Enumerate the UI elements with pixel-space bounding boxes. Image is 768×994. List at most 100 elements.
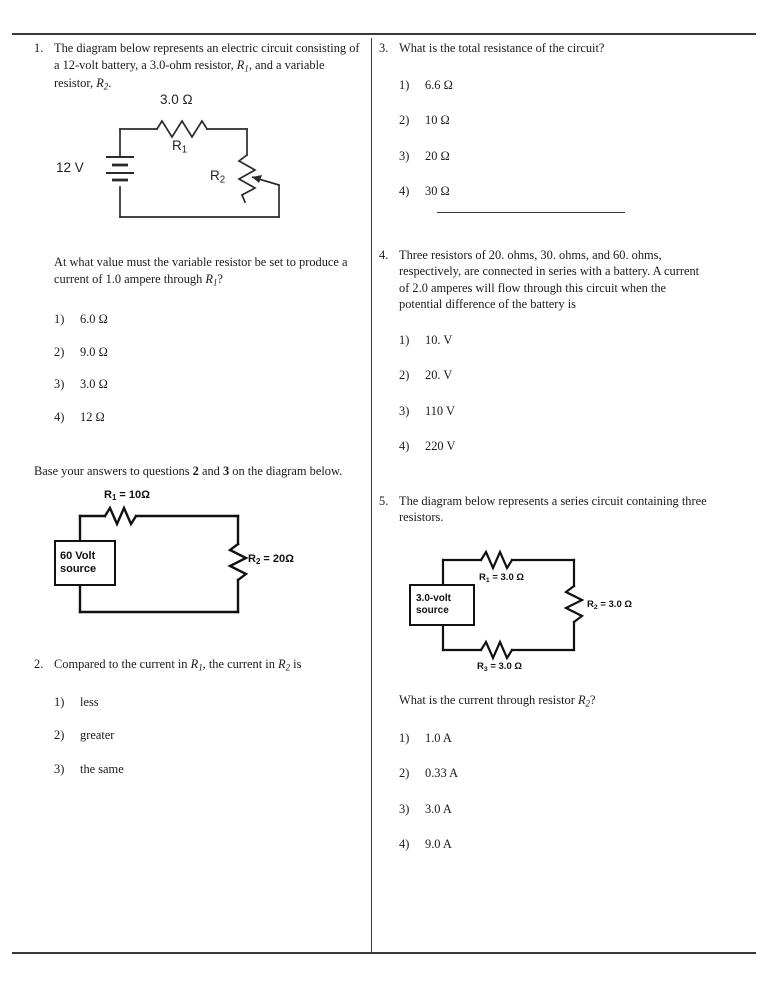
question-3-choice-1[interactable]: 1) 6.6 Ω (399, 77, 709, 94)
q1-r2-letter: R (210, 168, 220, 184)
question-4-prompt: Three resistors of 20. ohms, 30. ohms, a… (399, 247, 700, 312)
question-2: 2. Compared to the current in R1, the cu… (34, 656, 364, 778)
voltage-source-line1: 60 Volt (60, 549, 96, 562)
question-5-circuit-diagram: 3.0-volt source R1 = 3.0 Ω R2 = 3.0 Ω R3… (409, 546, 661, 672)
question-5-choice-3-number: 3) (399, 801, 410, 816)
question-5-choice-3-value: 3.0 A (425, 801, 452, 816)
question-2-choices: 1) less 2) greater 3) the same (34, 694, 364, 778)
question-3-choice-3[interactable]: 3) 20 Ω (399, 148, 709, 165)
question-4-choice-1[interactable]: 1) 10. V (399, 332, 709, 349)
question-1-choice-2[interactable]: 2) 9.0 Ω (54, 344, 364, 361)
question-3-choice-3-value: 20 Ω (425, 148, 450, 163)
left-column: 1. The diagram below represents an elect… (34, 40, 364, 777)
question-5-followup-r2-subscript: 2 (585, 697, 590, 708)
question-4-choice-4-number: 4) (399, 439, 410, 453)
question-2-prompt-part1: Compared to the current in (54, 656, 191, 671)
question-2-choice-2-number: 2) (54, 728, 65, 743)
q5-r2-subscript: 2 (593, 603, 598, 611)
question-3-choice-1-number: 1) (399, 77, 410, 92)
question-1-choice-1[interactable]: 1) 6.0 Ω (54, 311, 364, 328)
question-5-choice-1[interactable]: 1) 1.0 A (399, 730, 709, 747)
question-1: 1. The diagram below represents an elect… (34, 40, 364, 93)
question-1-choice-2-number: 2) (54, 344, 65, 359)
question-1-prompt-part2: , and a variable resistor, (54, 57, 325, 90)
q1-r1-label: R1 (172, 139, 187, 155)
question-1-r1-symbol: R (236, 57, 245, 72)
question-4-choice-1-number: 1) (399, 332, 410, 347)
question-4-choices: 1) 10. V 2) 20. V 3) 110 V 4) 220 V (379, 332, 709, 455)
question-2-choice-1[interactable]: 1) less (54, 694, 364, 711)
question-3-heading: 3. What is the total resistance of the c… (379, 40, 709, 57)
question-4-choice-4[interactable]: 4) 220 V (399, 438, 709, 455)
question-5-choice-4[interactable]: 4) 9.0 A (399, 836, 709, 853)
question-1-r2-symbol: R (96, 75, 104, 90)
question-2-r2-subscript: 2 (285, 662, 291, 673)
question-1-followup-r1: R (205, 271, 213, 286)
circuit-svg-shared (78, 504, 249, 613)
question-5-followup: What is the current through resistor R2?… (379, 692, 709, 853)
question-5-heading: 5. The diagram below represents a series… (379, 493, 709, 526)
question-3-number: 3. (379, 41, 389, 55)
question-2-heading: 2. Compared to the current in R1, the cu… (34, 656, 364, 674)
question-5-choice-1-number: 1) (399, 730, 410, 745)
question-1-choice-3[interactable]: 3) 3.0 Ω (54, 376, 364, 393)
question-2-choice-3[interactable]: 3) the same (54, 761, 364, 778)
question-2-choice-3-value: the same (80, 761, 124, 776)
question-1-choice-3-number: 3) (54, 377, 65, 392)
q1-r2-subscript: 2 (219, 174, 226, 186)
question-4-choice-3[interactable]: 3) 110 V (399, 403, 709, 420)
question-separator-rule (437, 212, 625, 213)
question-1-choice-3-value: 3.0 Ω (80, 377, 108, 392)
question-2-choice-1-number: 1) (54, 694, 65, 709)
question-4-choice-2[interactable]: 2) 20. V (399, 367, 709, 384)
question-1-followup-r1-subscript: 1 (212, 277, 218, 288)
q5-r2-value: = 3.0 Ω (600, 598, 632, 610)
question-4-choice-2-value: 20. V (425, 368, 453, 382)
question-5-choice-4-number: 4) (399, 837, 410, 852)
q5-r3-value: = 3.0 Ω (490, 660, 522, 672)
question-2-choice-2[interactable]: 2) greater (54, 727, 364, 744)
question-3-choice-4-value: 30 Ω (425, 184, 450, 198)
base-instruction-part1: Base your answers to questions (34, 464, 193, 479)
question-3-choice-4[interactable]: 4) 30 Ω (399, 183, 709, 200)
question-1-choice-1-value: 6.0 Ω (80, 312, 108, 327)
question-1-prompt-part3: . (108, 75, 112, 90)
shared-r1-label: R1 = 10Ω (104, 488, 150, 502)
circuit-svg-q5 (441, 548, 585, 661)
base-instruction-part3: on the diagram below. (229, 464, 343, 479)
question-5-followup-part1: What is the current through resistor (399, 692, 578, 707)
shared-r2-subscript: 2 (255, 556, 261, 566)
question-4-choice-1-value: 10. V (425, 332, 453, 347)
question-5-choice-2-value: 0.33 A (425, 766, 459, 781)
q1-r2-label: R2 (210, 169, 225, 185)
question-1-choice-1-number: 1) (54, 312, 65, 327)
q5-r3-label: R3 = 3.0 Ω (477, 660, 522, 674)
question-1-choice-4[interactable]: 4) 12 Ω (54, 409, 364, 426)
page-bottom-rule (12, 952, 756, 954)
question-5: 5. The diagram below represents a series… (379, 493, 709, 526)
question-5-choice-2[interactable]: 2) 0.33 A (399, 765, 709, 782)
voltage-source-box-60v: 60 Volt source (54, 539, 116, 586)
question-1-followup: At what value must the variable resistor… (34, 254, 364, 425)
question-1-followup-part1: At what value must the variable resistor… (54, 255, 348, 286)
question-4-choice-4-value: 220 V (425, 439, 456, 453)
q1-battery-label: 12 V (56, 160, 84, 176)
question-2-prompt: Compared to the current in R1, the curre… (54, 656, 364, 674)
question-5-followup-r2: R (577, 692, 586, 707)
question-5-choice-3[interactable]: 3) 3.0 A (399, 801, 709, 818)
question-1-number: 1. (34, 41, 44, 55)
question-2-number: 2. (34, 656, 44, 671)
question-2-r1-subscript: 1 (198, 662, 203, 673)
question-1-choice-2-value: 9.0 Ω (80, 344, 108, 359)
q5-r1-letter: R (479, 571, 486, 583)
question-4: 4. Three resistors of 20. ohms, 30. ohms… (379, 247, 709, 455)
question-3-choice-2[interactable]: 2) 10 Ω (399, 112, 709, 129)
q5-r3-letter: R (477, 660, 484, 672)
question-5-number: 5. (379, 493, 389, 508)
shared-r1-value: = 10Ω (119, 488, 150, 501)
question-1-prompt-part1: The diagram below represents an electric… (54, 41, 360, 72)
question-1-followup-text: At what value must the variable resistor… (34, 254, 364, 289)
shared-circuit-diagram-q2-q3: 60 Volt source R1 = 10Ω R2 = 20Ω (54, 489, 310, 624)
page-top-rule (12, 33, 756, 35)
shared-r2-letter: R (248, 552, 256, 565)
